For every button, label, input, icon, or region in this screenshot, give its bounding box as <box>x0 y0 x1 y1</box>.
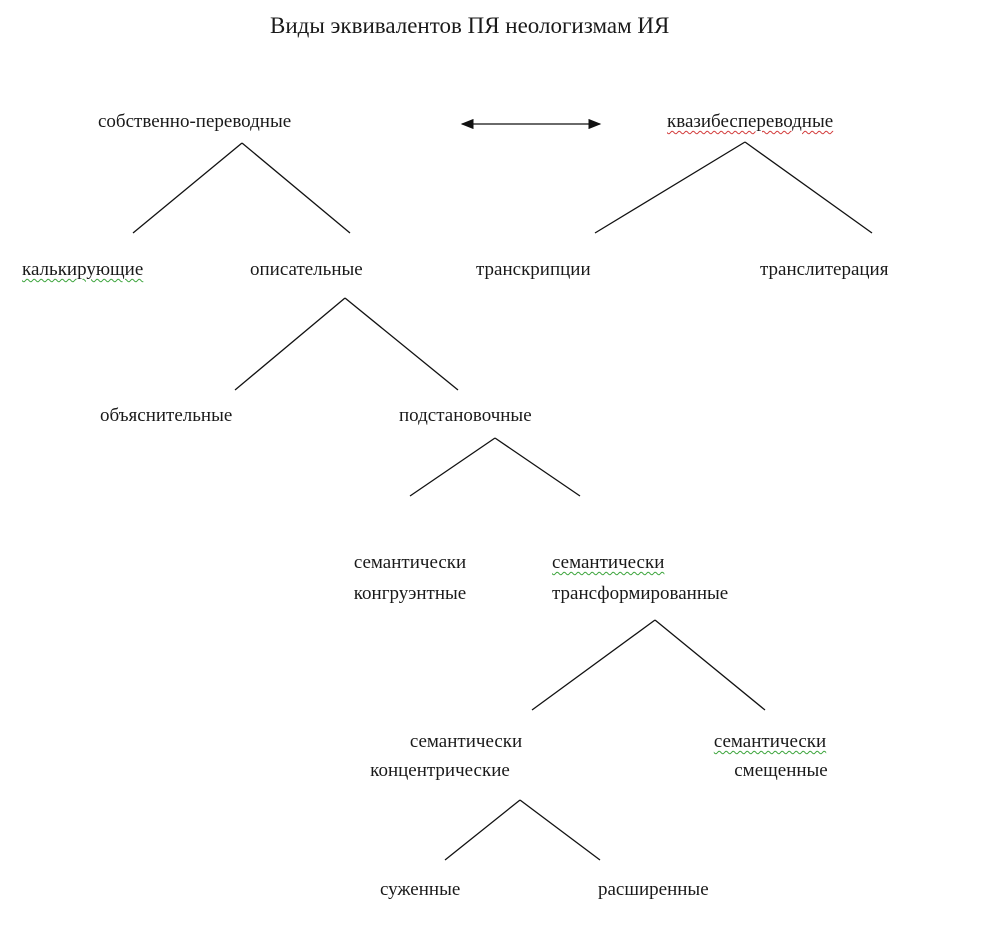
edge-descriptive-explanatory <box>234 297 346 391</box>
edge-transformed-shifted <box>654 619 766 711</box>
edge-quasi-transcription <box>594 141 746 234</box>
node-calque: калькирующие <box>22 259 144 280</box>
node-transformed-line1: семантически <box>552 552 665 573</box>
node-shifted-line1: семантически <box>713 731 827 752</box>
node-transcription: транскрипции <box>476 259 591 280</box>
node-proper-translation: собственно-переводные <box>98 111 292 132</box>
edge-substitutive-congruent <box>409 437 496 497</box>
node-narrowed: суженные <box>380 879 461 900</box>
edge-transformed-concentric <box>531 619 656 711</box>
edge-substitutive-transformed <box>494 437 581 497</box>
edge-quasi-transliteration <box>744 141 873 234</box>
node-descriptive: описательные <box>250 259 363 280</box>
node-substitutive: подстановочные <box>399 405 532 426</box>
node-congruent-line2: конгруэнтные <box>353 583 467 604</box>
node-transliteration: транслитерация <box>760 259 889 280</box>
node-transformed-line2: трансформированные <box>552 583 729 604</box>
node-explanatory: объяснительные <box>100 405 233 426</box>
node-expanded: расширенные <box>598 879 709 900</box>
edge-proper-descriptive <box>241 142 351 234</box>
node-congruent-line1: семантически <box>353 552 467 573</box>
edge-concentric-expanded <box>519 799 601 861</box>
edge-descriptive-substitutive <box>344 297 459 391</box>
node-shifted-line2: смещенные <box>734 760 828 781</box>
diagram-title: Виды эквивалентов ПЯ неологизмам ИЯ <box>270 13 670 38</box>
node-quasi-untranslated: квазибеспереводные <box>667 111 834 132</box>
node-concentric-line1: семантически <box>409 731 523 752</box>
edge-concentric-narrowed <box>444 799 521 861</box>
node-concentric-line2: концентрические <box>370 760 510 781</box>
edge-proper-calque <box>132 142 243 234</box>
